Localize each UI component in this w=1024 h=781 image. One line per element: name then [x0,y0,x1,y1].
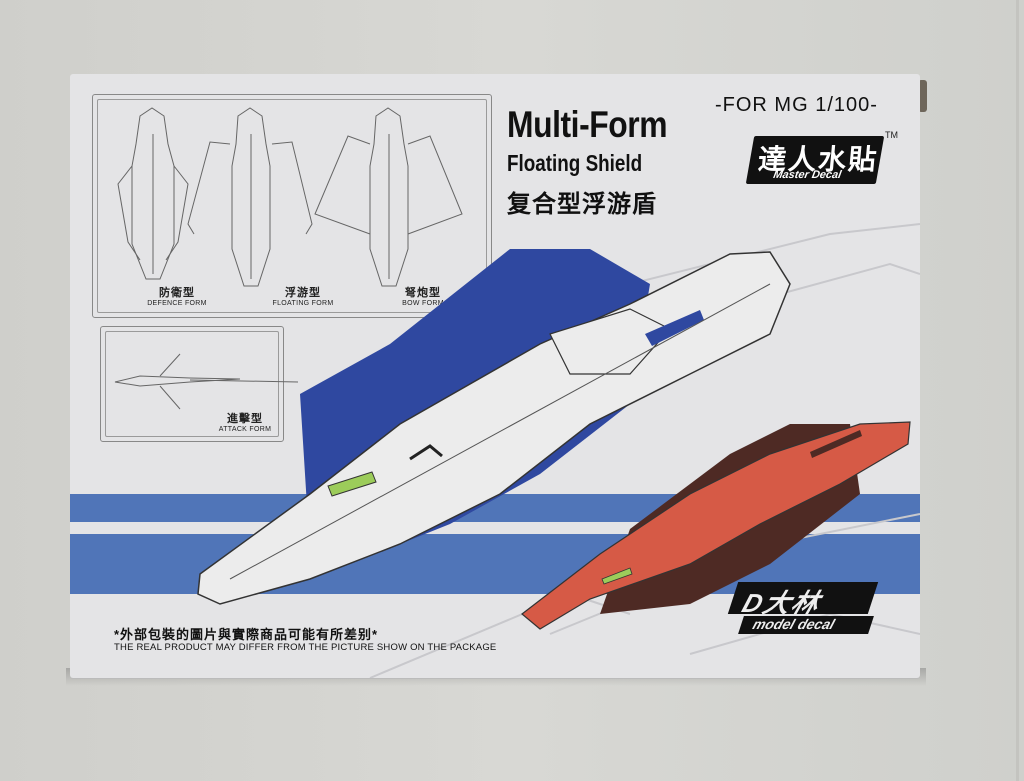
form-name-cn: 浮游型 [285,287,321,299]
form-name-en: FLOATING FORM [272,300,334,307]
trademark-mark: TM [885,130,898,140]
disclaimer-cn: *外部包裝的圖片與實際商品可能有所差别* [114,627,379,642]
forms-panel [92,94,492,318]
scale-label: -FOR MG 1/100- [715,94,878,116]
product-box: 防衛型 DEFENCE FORM 浮游型 FLOATING FORM 弩炮型 B… [70,74,920,678]
product-title-cn: 复合型浮游盾 [507,191,657,218]
product-subtitle: Floating Shield [507,150,643,176]
white-blue-shield [197,249,791,605]
form-diagrams [114,107,463,410]
dalin-model-decal-logo: D大林 model decal [727,582,883,644]
form-label-attack: 進擊型 ATTACK FORM [200,410,290,433]
form-name-cn: 進擊型 [227,413,263,425]
form-name-cn: 弩炮型 [405,287,441,299]
form-name-en: BOW FORM [402,300,444,307]
red-brown-shield [521,421,911,630]
form-name-en: DEFENCE FORM [147,300,207,307]
form-label-bow: 弩炮型 BOW FORM [378,284,468,307]
box-flap-tab [918,80,927,112]
form-label-defence: 防衛型 DEFENCE FORM [132,284,222,307]
background-edge [1016,0,1019,781]
form-label-floating: 浮游型 FLOATING FORM [258,284,348,307]
disclaimer-en: THE REAL PRODUCT MAY DIFFER FROM THE PIC… [114,642,497,653]
shield-artwork [197,249,911,630]
product-title: Multi-Form [507,104,668,145]
form-name-cn: 防衛型 [159,287,195,299]
maker-logo-cn: D大林 [738,588,826,618]
attack-form-panel [100,326,284,442]
maker-logo-en: model decal [750,616,837,632]
form-name-en: ATTACK FORM [218,426,272,433]
